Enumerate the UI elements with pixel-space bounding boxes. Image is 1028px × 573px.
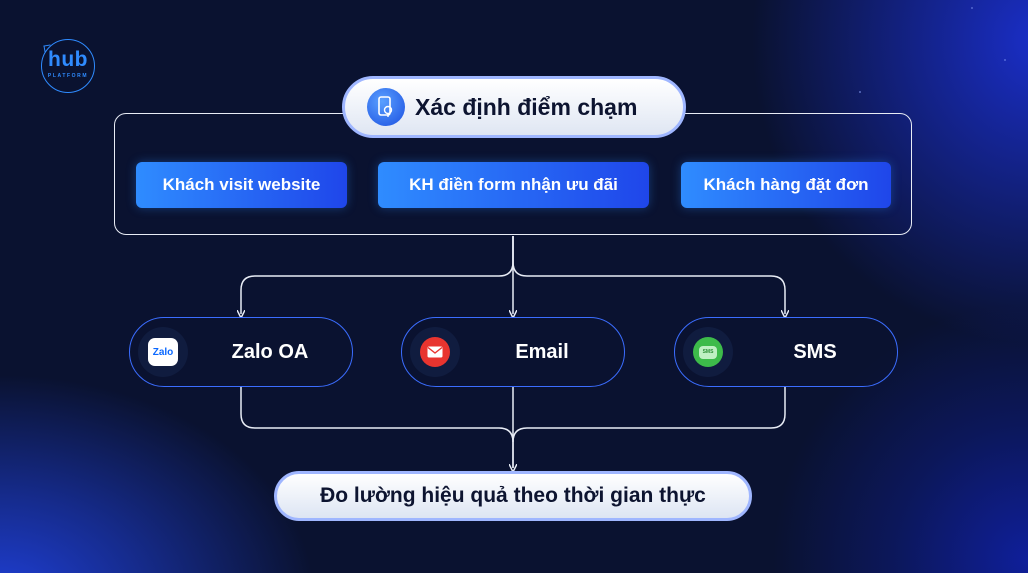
diagram-title: Xác định điểm chạm — [415, 93, 638, 120]
channel-label: Zalo OA — [231, 340, 309, 363]
phone-touch-icon — [367, 88, 405, 126]
sms-icon-text: SMS — [699, 345, 717, 359]
touchpoint-label: Khách hàng đặt đơn — [703, 175, 869, 194]
logo-sub-text: PLATFORM — [47, 73, 89, 79]
touchpoint-label: Khách visit website — [162, 175, 321, 194]
result-label: Đo lường hiệu quả theo thời gian thực — [320, 484, 706, 507]
touchpoint-visit-website[interactable]: Khách visit website — [136, 162, 347, 208]
touchpoint-form-offer[interactable]: KH điền form nhận ưu đãi — [378, 162, 649, 208]
sms-icon: SMS — [693, 337, 723, 367]
connector-from-sms — [512, 387, 786, 443]
channel-label: Email — [515, 340, 569, 363]
sms-icon-wrap: SMS — [683, 327, 733, 377]
result-pill: Đo lường hiệu quả theo thời gian thực — [274, 471, 752, 521]
connector-to-zalo — [241, 236, 514, 314]
connector-from-zalo — [240, 387, 513, 468]
touchpoint-place-order[interactable]: Khách hàng đặt đơn — [681, 162, 891, 208]
channel-zalo-oa[interactable]: Zalo Zalo OA — [129, 317, 353, 387]
title-pill: Xác định điểm chạm — [342, 76, 686, 138]
email-icon — [420, 337, 450, 367]
zalo-icon: Zalo — [148, 338, 178, 366]
connector-to-sms — [512, 236, 785, 314]
channel-label: SMS — [793, 340, 837, 363]
logo-main-text: hub — [48, 48, 88, 71]
zalo-icon-wrap: Zalo — [138, 327, 188, 377]
hub-platform-logo[interactable]: hub PLATFORM — [41, 39, 95, 93]
email-icon-wrap — [410, 327, 460, 377]
touchpoint-label: KH điền form nhận ưu đãi — [409, 175, 618, 194]
channel-email[interactable]: Email — [401, 317, 625, 387]
channel-sms[interactable]: SMS SMS — [674, 317, 898, 387]
